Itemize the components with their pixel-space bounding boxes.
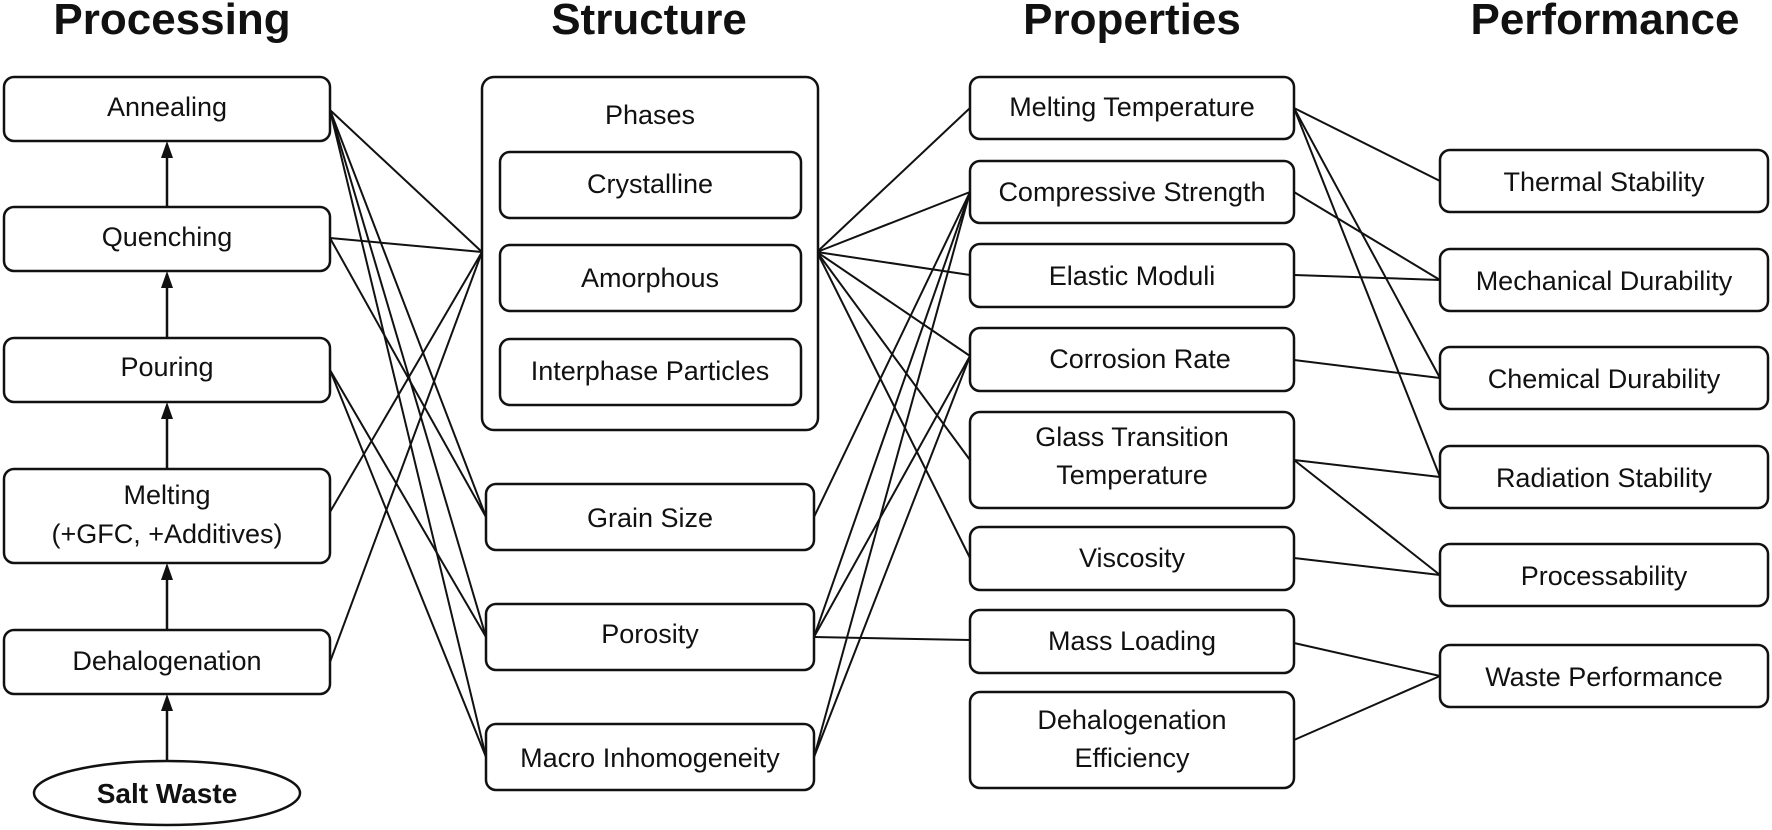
connector (813, 355, 971, 758)
node-amorphous (498, 243, 803, 313)
arrowhead (161, 402, 173, 419)
arrowhead (161, 563, 173, 580)
node-interphase-particles (498, 337, 803, 407)
node-dehalogenation-efficiency (968, 690, 1296, 790)
corrosion-rate-label: Corrosion Rate (1049, 344, 1231, 374)
dehalogenation-label: Dehalogenation (72, 646, 261, 676)
quenching-label: Quenching (102, 222, 233, 252)
arrowhead (161, 141, 173, 158)
glass-transition-temperature-label: Temperature (1056, 460, 1208, 490)
connector (816, 191, 971, 253)
porosity-label: Porosity (601, 619, 699, 649)
performance-column: Thermal Stability Mechanical Durability … (1438, 148, 1770, 709)
connections (329, 107, 1441, 758)
processing-column: Annealing Quenching Pouring Melting (+GF… (2, 75, 332, 827)
connector (329, 109, 483, 253)
node-mass-loading (968, 608, 1296, 675)
connector (813, 191, 971, 638)
melting-label: Melting (123, 480, 210, 510)
connector (816, 251, 971, 276)
compressive-strength-label: Compressive Strength (998, 177, 1265, 207)
connector (813, 191, 971, 758)
node-compressive-strength (968, 159, 1296, 225)
header-processing: Processing (53, 0, 290, 44)
connector (329, 109, 487, 758)
connector (816, 251, 971, 461)
node-corrosion-rate (968, 326, 1296, 393)
connector (816, 251, 971, 559)
waste-performance-label: Waste Performance (1485, 662, 1723, 692)
node-porosity (484, 602, 816, 672)
connector (1293, 359, 1441, 379)
crystalline-label: Crystalline (587, 169, 713, 199)
connector (1293, 675, 1441, 741)
connector (329, 369, 487, 638)
macro-inhomogeneity-label: Macro Inhomogeneity (520, 743, 780, 773)
connector (329, 369, 487, 758)
node-glass-transition-temperature (968, 410, 1296, 510)
node-viscosity (968, 525, 1296, 592)
header-properties: Properties (1023, 0, 1241, 44)
melting-additives-label: (+GFC, +Additives) (51, 519, 282, 549)
connector (1293, 274, 1441, 281)
connector (813, 191, 971, 518)
glass-transition-label: Glass Transition (1035, 422, 1229, 452)
node-processability (1438, 542, 1770, 608)
node-elastic-moduli (968, 242, 1296, 309)
column-headers: Processing Structure Properties Performa… (53, 0, 1739, 44)
annealing-label: Annealing (107, 92, 227, 122)
connector (329, 237, 483, 253)
node-mechanical-durability (1438, 247, 1770, 313)
arrowhead (161, 271, 173, 288)
connector (813, 636, 971, 641)
thermal-stability-label: Thermal Stability (1503, 167, 1705, 197)
properties-column: Melting Temperature Compressive Strength… (968, 75, 1296, 790)
connector (329, 109, 487, 638)
connector (816, 251, 971, 357)
process-flow-arrows (161, 141, 173, 761)
processability-label: Processability (1521, 561, 1688, 591)
connector (329, 251, 483, 663)
chemical-durability-label: Chemical Durability (1488, 364, 1721, 394)
pouring-label: Pouring (120, 352, 213, 382)
connector (1293, 557, 1441, 576)
node-crystalline (498, 150, 803, 220)
node-waste-performance (1438, 643, 1770, 709)
connector (1293, 107, 1441, 379)
connector (329, 109, 487, 518)
efficiency-label: Efficiency (1074, 743, 1190, 773)
connector (329, 251, 483, 513)
mechanical-durability-label: Mechanical Durability (1476, 266, 1733, 296)
connector (1293, 642, 1441, 677)
connector (1293, 191, 1441, 281)
connector (1293, 459, 1441, 478)
melting-temperature-label: Melting Temperature (1009, 92, 1255, 122)
connector (1293, 459, 1441, 576)
connector (816, 107, 971, 253)
node-macro-inhomogeneity (484, 722, 816, 792)
grain-size-label: Grain Size (587, 503, 713, 533)
connector (1293, 107, 1441, 478)
salt-waste-label: Salt Waste (97, 778, 238, 809)
header-performance: Performance (1470, 0, 1739, 44)
connector (813, 355, 971, 638)
dehalogenation-efficiency-label: Dehalogenation (1037, 705, 1226, 735)
node-thermal-stability (1438, 148, 1770, 214)
node-grain-size (484, 482, 816, 552)
radiation-stability-label: Radiation Stability (1496, 463, 1713, 493)
elastic-moduli-label: Elastic Moduli (1049, 261, 1216, 291)
node-radiation-stability (1438, 444, 1770, 510)
phases-label: Phases (605, 100, 695, 130)
viscosity-label: Viscosity (1079, 543, 1186, 573)
arrowhead (161, 694, 173, 711)
header-structure: Structure (551, 0, 747, 44)
amorphous-label: Amorphous (581, 263, 719, 293)
node-chemical-durability (1438, 345, 1770, 411)
interphase-particles-label: Interphase Particles (531, 356, 770, 386)
connector (1293, 107, 1441, 182)
mass-loading-label: Mass Loading (1048, 626, 1216, 656)
structure-column: Phases Crystalline Amorphous Interphase … (480, 75, 820, 792)
node-melting-temperature (968, 75, 1296, 141)
